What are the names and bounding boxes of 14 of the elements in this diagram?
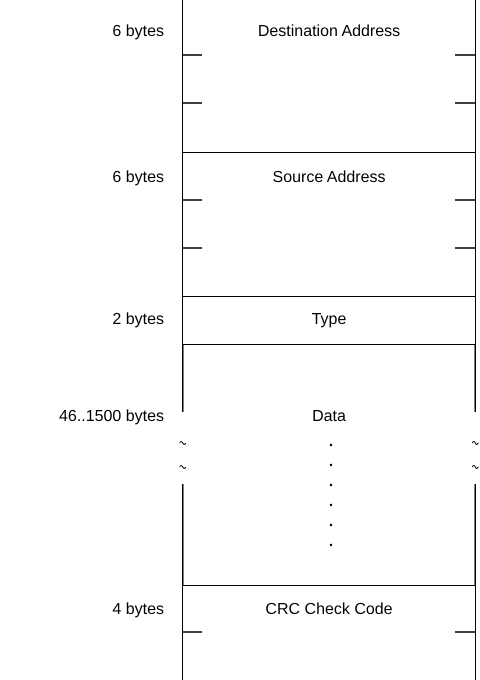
field-name: CRC Check Code (264, 600, 394, 618)
field-size: 4 bytes (112, 601, 164, 619)
frame-field (182, 296, 476, 344)
field-name: Source Address (272, 168, 386, 186)
field-size: 6 bytes (112, 23, 164, 41)
frame-field (182, 152, 476, 296)
frame-field (182, 585, 476, 680)
field-name: Type (310, 310, 348, 328)
field-size: 6 bytes (112, 169, 164, 187)
frame-field (182, 0, 476, 152)
field-size: 46..1500 bytes (59, 408, 164, 426)
field-name: Data (311, 408, 347, 426)
field-name: Destination Address (256, 23, 402, 41)
field-size: 2 bytes (112, 311, 164, 329)
